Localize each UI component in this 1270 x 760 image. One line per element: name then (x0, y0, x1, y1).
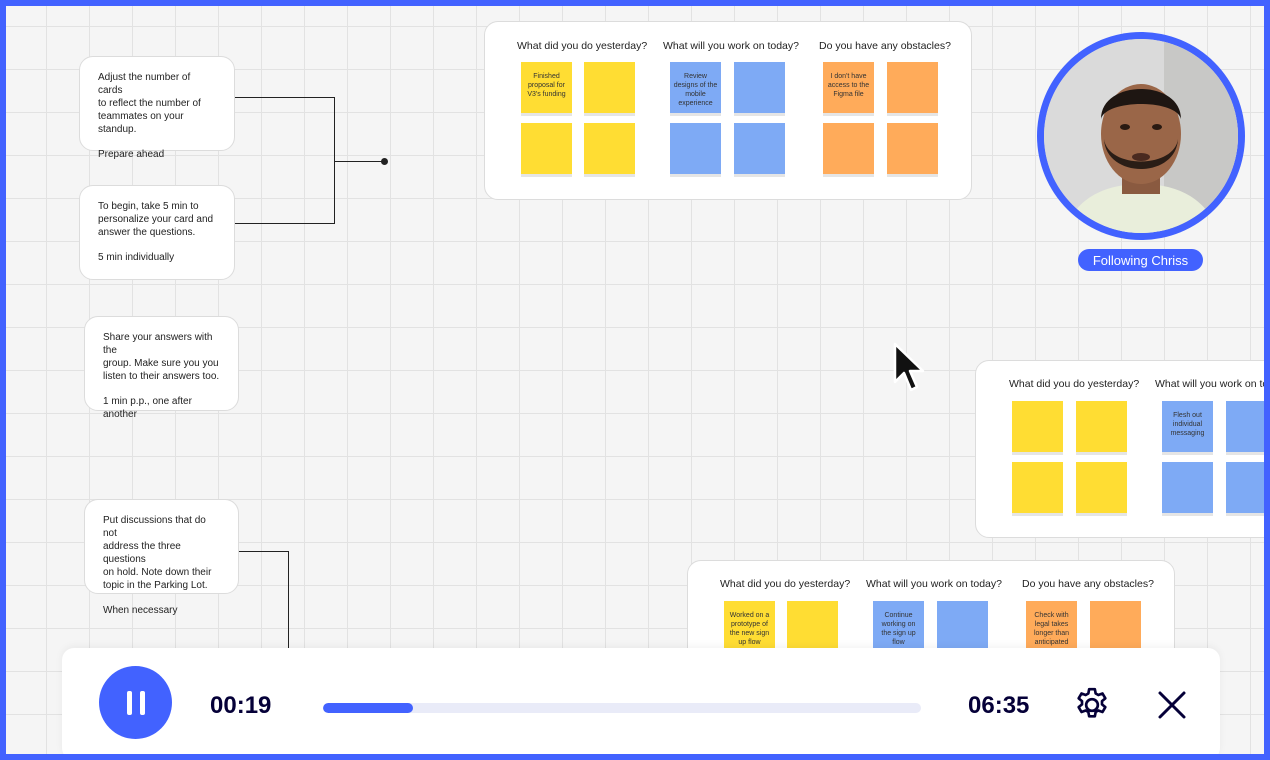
sticky-text: Flesh out individual messaging (1170, 412, 1205, 437)
sticky-note[interactable] (823, 123, 874, 174)
progress-slider[interactable] (323, 703, 921, 713)
column-title: Do you have any obstacles? (1022, 578, 1154, 590)
sticky-note[interactable] (1012, 462, 1063, 513)
pause-icon (126, 690, 145, 715)
progress-fill (323, 703, 413, 713)
pause-button[interactable] (99, 666, 172, 739)
card-text: listen to their answers too. (103, 371, 220, 382)
close-button[interactable] (1152, 685, 1192, 725)
sticky-note[interactable] (1076, 401, 1127, 452)
presenter-video[interactable] (1037, 32, 1245, 240)
card-text: personalize your card and (98, 214, 214, 225)
connector-dot (381, 158, 388, 165)
gear-icon (1077, 687, 1107, 718)
card-text: Put discussions that do not (103, 515, 206, 539)
avatar (1044, 39, 1238, 233)
standup-board-1[interactable]: What did you do yesterday? What will you… (484, 21, 972, 200)
sticky-text: I don't have access to the Figma file (827, 73, 870, 98)
connector-line (239, 551, 289, 651)
column-title: What will you work on today? (866, 578, 1002, 590)
instruction-card-4[interactable]: Put discussions that do not address the … (84, 499, 239, 616)
sticky-note[interactable] (787, 601, 838, 652)
sticky-note[interactable] (1090, 601, 1141, 652)
sticky-note[interactable]: I don't have access to the Figma file (823, 62, 874, 113)
card-text: group. Make sure you you (103, 358, 219, 369)
card-text: to reflect the number of (98, 98, 201, 109)
following-badge[interactable]: Following Chriss (1078, 249, 1203, 271)
instruction-card-3[interactable]: Share your answers with the group. Make … (84, 316, 239, 420)
sticky-note[interactable]: Worked on a prototype of the new sign up… (724, 601, 775, 652)
column-title: What did you do yesterday? (517, 40, 648, 52)
card-text: teammates on your standup. (98, 111, 184, 135)
sticky-note[interactable] (937, 601, 988, 652)
card-text: To begin, take 5 min to (98, 201, 199, 212)
sticky-text: Finished proposal for V3's funding (527, 73, 566, 98)
sticky-note[interactable] (584, 123, 635, 174)
sticky-note[interactable] (734, 62, 785, 113)
close-icon (1158, 691, 1186, 719)
card-text: answer the questions. (98, 227, 196, 238)
card-note: Prepare ahead (98, 149, 165, 160)
connector-line (335, 161, 385, 162)
sticky-text: Review designs of the mobile experience (673, 73, 718, 107)
sticky-note[interactable] (1076, 462, 1127, 513)
sticky-text: Check with legal takes longer than antic… (1033, 612, 1070, 646)
sticky-note[interactable] (1162, 462, 1213, 513)
sticky-note[interactable]: Check with legal takes longer than antic… (1026, 601, 1077, 652)
card-text: address the three questions (103, 541, 181, 565)
column-title: Do you have any obstacles? (819, 40, 951, 52)
playback-bar: 00:19 06:35 (62, 648, 1220, 754)
card-note: 5 min individually (98, 252, 175, 263)
column-title: What did you do yesterday? (720, 578, 851, 590)
presenter-photo (1044, 39, 1238, 233)
sticky-note[interactable] (584, 62, 635, 113)
card-text: Share your answers with the (103, 332, 213, 356)
card-text: Adjust the number of cards (98, 72, 191, 96)
card-text: on hold. Note down their (103, 567, 212, 578)
sticky-note[interactable] (1226, 401, 1264, 452)
sticky-note[interactable] (734, 123, 785, 174)
settings-button[interactable] (1072, 685, 1112, 725)
card-text: topic in the Parking Lot. (103, 580, 208, 591)
instruction-card-2[interactable]: To begin, take 5 min to personalize your… (79, 185, 235, 280)
column-title: What will you work on today? (663, 40, 799, 52)
column-title: What did you do yesterday? (1009, 378, 1140, 390)
sticky-note[interactable]: Continue working on the sign up flow (873, 601, 924, 652)
instruction-card-1[interactable]: Adjust the number of cards to reflect th… (79, 56, 235, 160)
sticky-note[interactable] (670, 123, 721, 174)
sticky-note[interactable] (1012, 401, 1063, 452)
sticky-note[interactable] (887, 123, 938, 174)
sticky-note[interactable] (887, 62, 938, 113)
cursor-arrow-icon (893, 342, 925, 392)
sticky-note[interactable]: Finished proposal for V3's funding (521, 62, 572, 113)
sticky-note[interactable]: Flesh out individual messaging (1162, 401, 1213, 452)
elapsed-time: 00:19 (210, 692, 272, 719)
card-note: 1 min p.p., one after another (103, 396, 192, 420)
standup-board-2[interactable]: What did you do yesterday? What will you… (975, 360, 1270, 538)
sticky-text: Worked on a prototype of the new sign up… (729, 612, 770, 646)
sticky-text: Continue working on the sign up flow (881, 612, 916, 646)
card-note: When necessary (103, 605, 178, 616)
sticky-note[interactable] (521, 123, 572, 174)
connector-line (235, 97, 335, 224)
sticky-note[interactable] (1226, 462, 1264, 513)
total-time: 06:35 (968, 692, 1030, 719)
sticky-note[interactable]: Review designs of the mobile experience (670, 62, 721, 113)
column-title: What will you work on tod (1155, 378, 1270, 390)
